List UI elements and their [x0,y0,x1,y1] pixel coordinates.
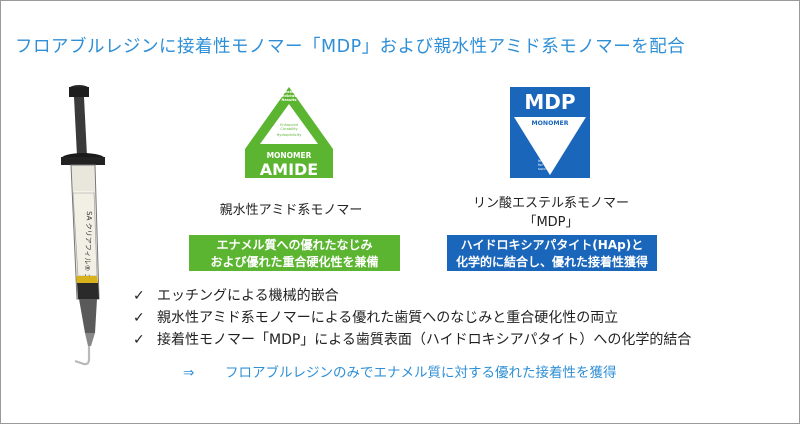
svg-text:Enhanced: Enhanced [280,123,298,127]
check-icon: ✓ [133,332,145,348]
svg-text:Curability: Curability [280,127,298,131]
svg-text:Innovating: Innovating [538,159,557,163]
list-item: ✓エッチングによる機械的嵌合 [133,285,691,307]
check-icon: ✓ [133,288,145,304]
amide-feature-line2: および優れた重合硬化性を兼備 [210,255,379,269]
feature-list: ✓エッチングによる機械的嵌合 ✓親水性アミド系モノマーによる優れた歯質へのなじみ… [133,285,691,351]
svg-text:Creating: Creating [280,90,298,94]
mdp-caption-line2: 「MDP」 [523,215,579,230]
amide-caption: 親水性アミド系モノマー [219,203,363,218]
svg-text:for your: for your [538,163,553,167]
conclusion-text: フロアブルレジンのみでエナメル質に対する優れた接着性を獲得 [225,365,617,381]
conclusion: ⇒ フロアブルレジンのみでエナメル質に対する優れた接着性を獲得 [183,361,617,381]
amide-monomer-logo: Creating Predictable Results Enhanced Cu… [245,87,333,178]
mdp-caption-line1: リン酸エステル系モノマー [472,196,629,211]
right-arrow-icon: ⇒ [183,365,195,381]
syringe-image: SA クリアフィル® エステ ルフロー [61,85,105,366]
mdp-monomer-logo: MDP MONOMER Innovating for your success [510,87,590,178]
amide-feature-line1: エナメル質への優れたなじみ [216,238,373,252]
amide-feature-box: エナメル質への優れたなじみ および優れた重合硬化性を兼備 [189,235,400,271]
svg-text:Results: Results [282,98,297,102]
svg-text:MONOMER: MONOMER [531,120,568,127]
mdp-feature-line2: 化学的に結合し、優れた接着性獲得 [455,255,648,269]
svg-text:Hydrophilicity: Hydrophilicity [277,133,303,137]
svg-text:AMIDE: AMIDE [260,160,318,178]
list-item: ✓接着性モノマー「MDP」による歯質表面（ハイドロキシアパタイト）への化学的結合 [133,329,691,351]
mdp-feature-line1: ハイドロキシアパタイト(HAp)と [460,238,644,252]
list-item: ✓親水性アミド系モノマーによる優れた歯質へのなじみと重合硬化性の両立 [133,307,691,329]
mdp-feature-box: ハイドロキシアパタイト(HAp)と 化学的に結合し、優れた接着性獲得 [447,235,657,271]
svg-text:success: success [538,167,552,171]
syringe-label: SA クリアフィル® エステ ルフロー [81,211,93,325]
check-icon: ✓ [133,310,145,326]
svg-text:MONOMER: MONOMER [267,151,312,160]
svg-text:Predictable: Predictable [277,94,301,98]
svg-text:MDP: MDP [524,90,575,114]
page-title: フロアブルレジンに接着性モノマー「MDP」および親水性アミド系モノマーを配合 [15,37,686,57]
